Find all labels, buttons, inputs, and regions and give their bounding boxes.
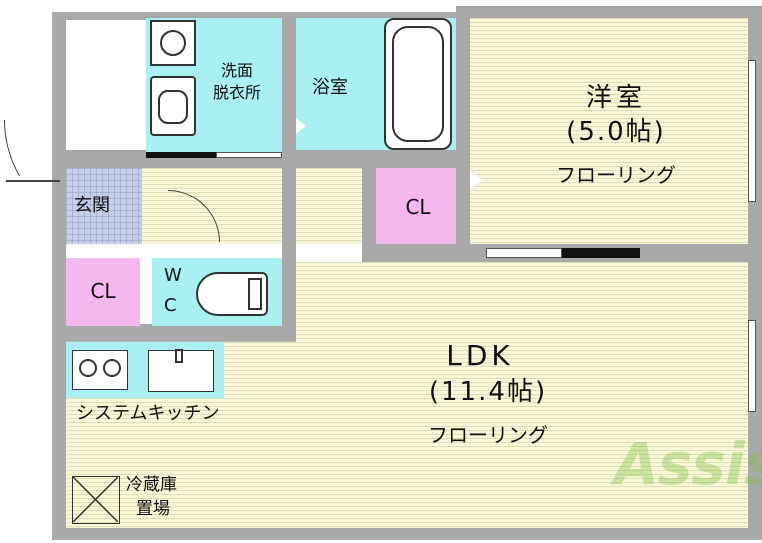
wall-bath-right	[456, 6, 470, 262]
wall-utility-bottom	[52, 324, 296, 342]
western-room-size: (5.0帖)	[566, 117, 666, 147]
wall-bottom	[52, 528, 762, 540]
western-window-right	[748, 60, 756, 202]
wall-core-vertical	[282, 12, 296, 342]
fridge-space-icon	[72, 476, 120, 524]
western-room-name: 洋室	[585, 83, 647, 113]
wall-top-left	[52, 12, 472, 20]
washing-machine-icon	[150, 20, 196, 66]
washroom-threshold	[146, 152, 216, 158]
wc-label-line1: W	[164, 265, 182, 286]
ldk-window-right	[748, 320, 756, 412]
assist-logo-watermark: Assist	[614, 430, 762, 498]
closet-entry	[66, 258, 140, 326]
ldk-size: (11.4帖)	[428, 377, 548, 407]
washroom-label-line2: 脱衣所	[212, 83, 262, 102]
wall-top-right	[462, 6, 762, 18]
entrance-door-leaf	[6, 180, 60, 182]
entrance-label: 玄関	[74, 195, 110, 216]
ldk-name: LDK	[446, 339, 514, 372]
bathroom-label: 浴室	[312, 77, 348, 98]
western-door-marker	[470, 170, 482, 190]
fridge-label-line2: 置場	[136, 499, 170, 519]
western-room-floor: フローリング	[556, 163, 676, 187]
washroom-label-line1: 洗面	[220, 61, 254, 80]
western-sliding-door	[486, 248, 562, 258]
entrance	[66, 168, 142, 244]
closet-western-label: CL	[405, 195, 431, 219]
wall-left	[52, 12, 66, 540]
sink-icon	[148, 349, 214, 392]
kitchen-label: システムキッチン	[76, 403, 220, 424]
hallway-east	[296, 168, 362, 244]
closet-western	[376, 168, 456, 244]
bath-door-marker	[296, 118, 306, 134]
western-room	[470, 18, 748, 244]
toilet-icon	[196, 272, 268, 316]
western-door-panel	[562, 248, 640, 258]
bathtub-icon	[384, 18, 452, 150]
washbasin-icon	[150, 76, 196, 136]
fridge-label-line1: 冷蔵庫	[126, 475, 177, 495]
washroom-sliding-door	[216, 152, 282, 158]
ldk-upper	[296, 262, 748, 342]
wc-label-line2: C	[164, 295, 177, 316]
stove-icon	[72, 350, 128, 390]
ldk-floor: フローリング	[428, 423, 548, 447]
wall-cl-left	[362, 166, 376, 262]
closet-entry-label: CL	[90, 279, 116, 303]
